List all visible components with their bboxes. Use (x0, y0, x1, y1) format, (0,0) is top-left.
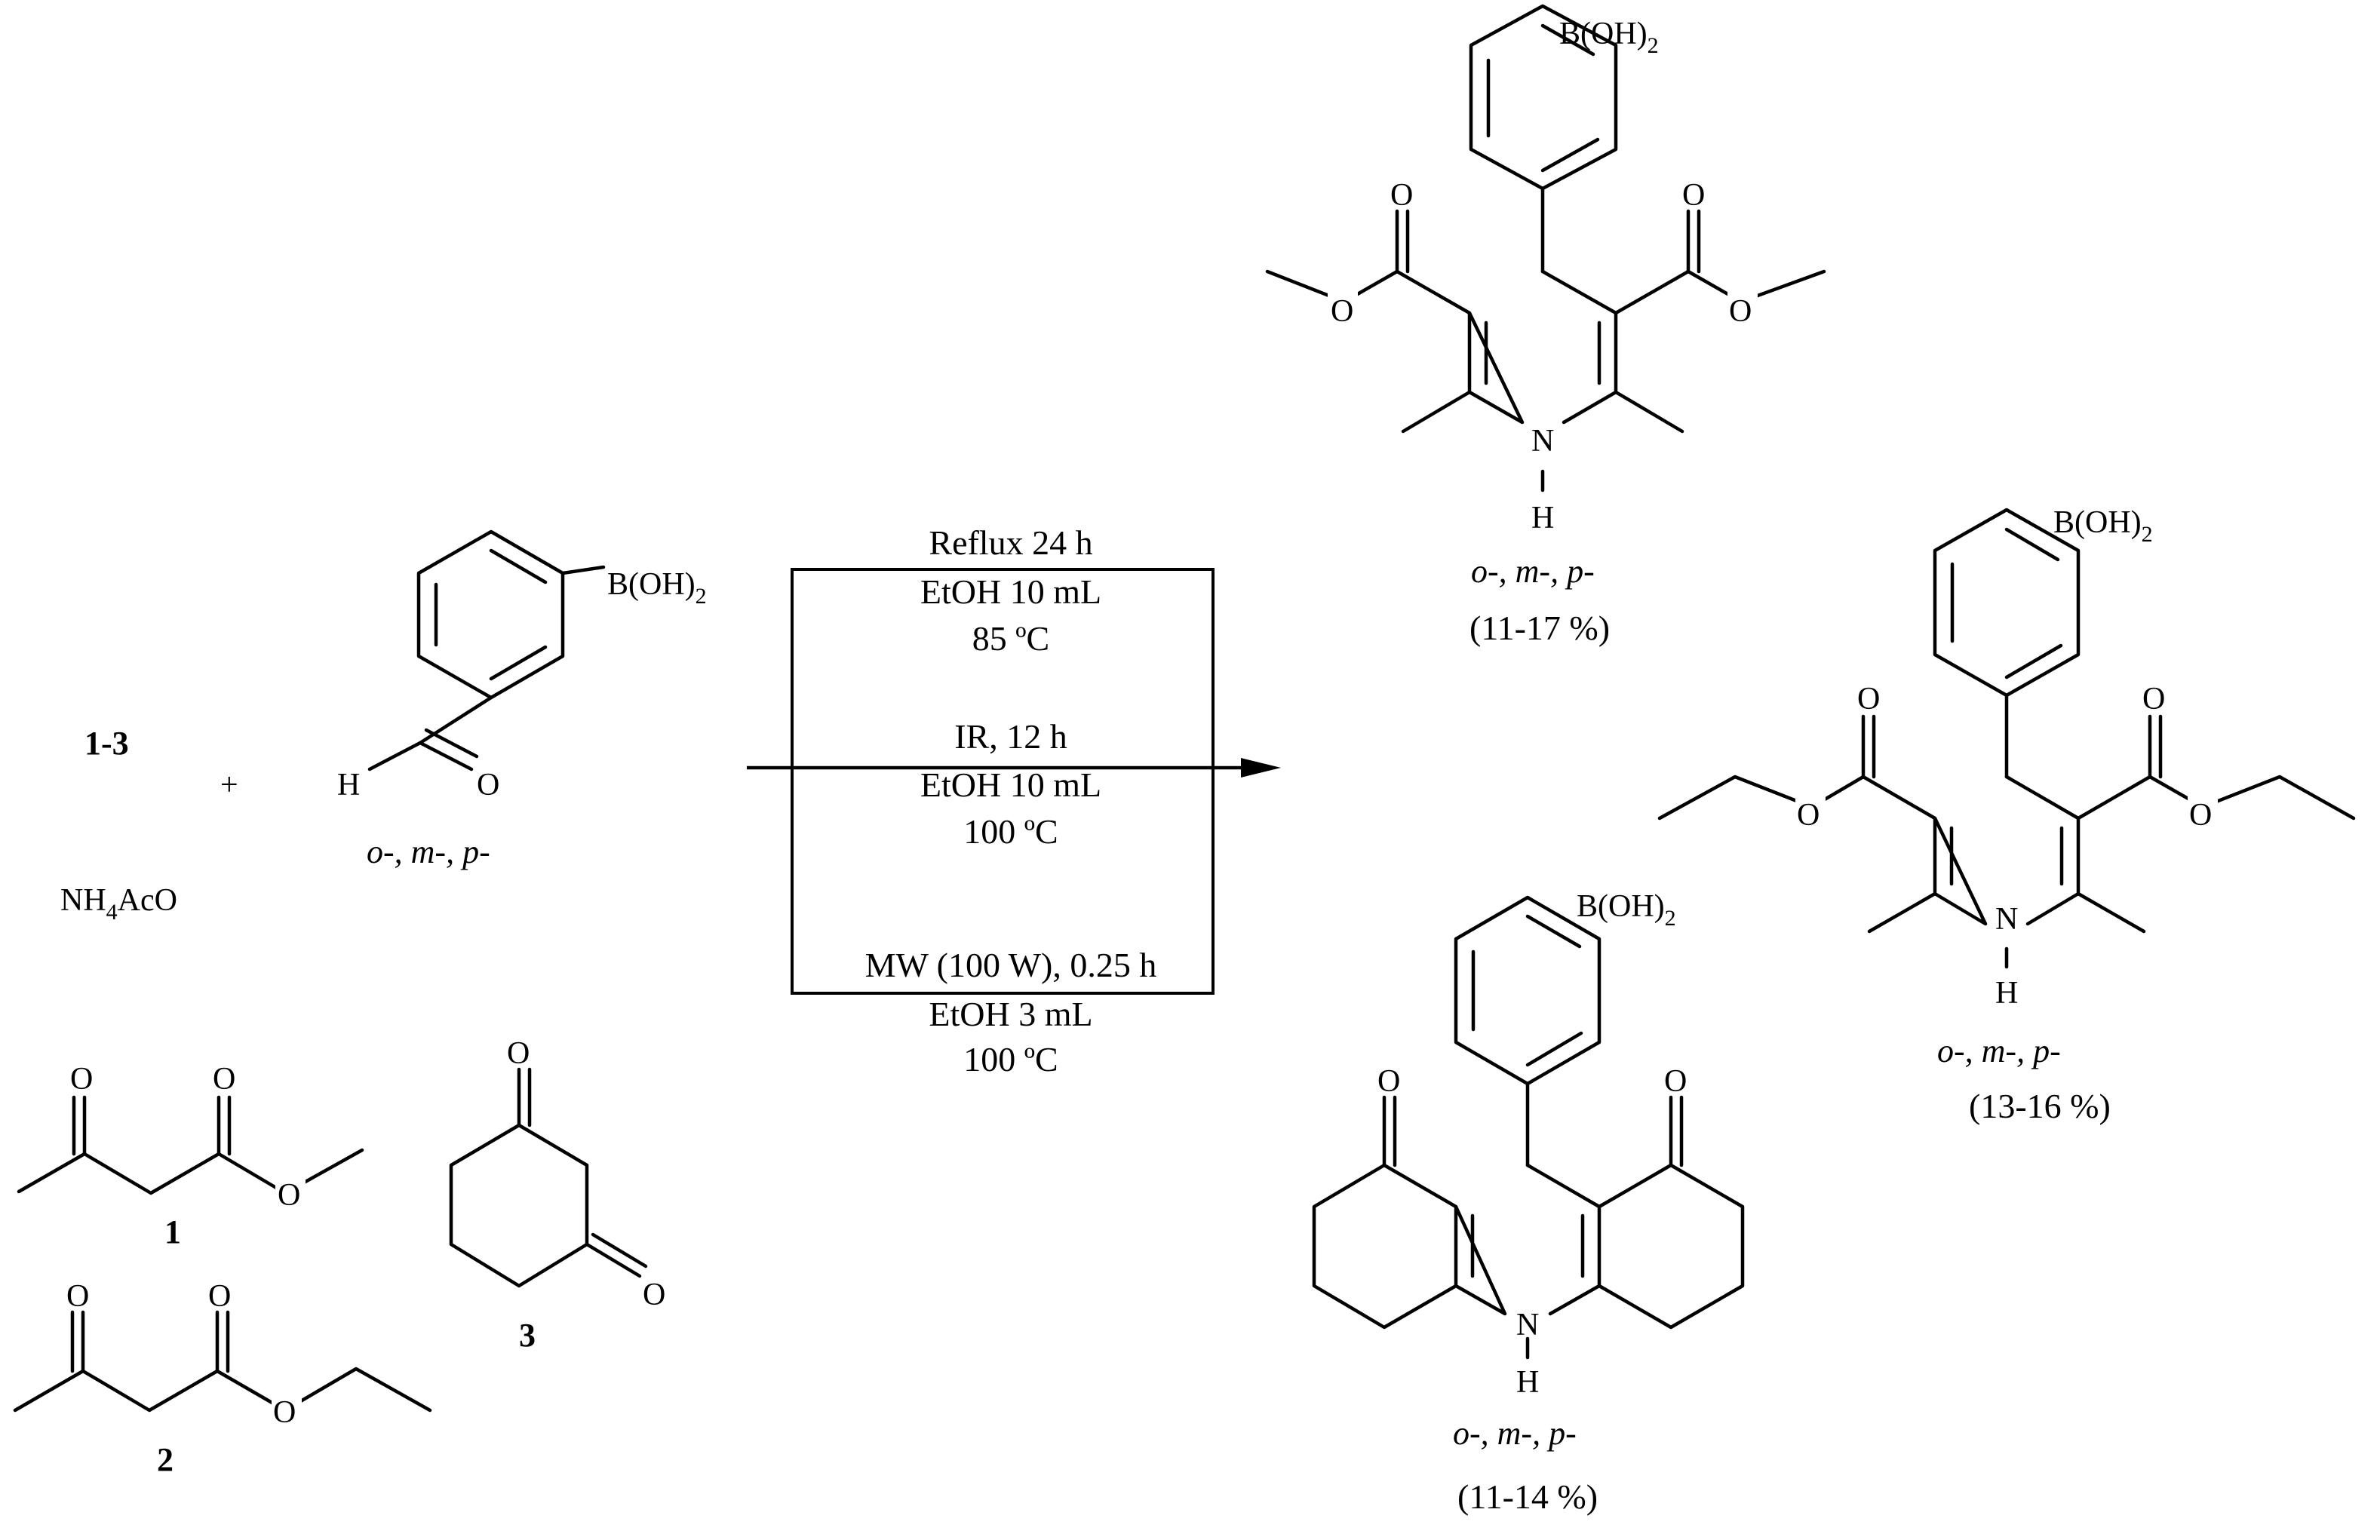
diethyl-dhp-h: H (1995, 976, 2018, 1011)
acridinedione-left-o: O (1377, 1064, 1400, 1099)
plus-sign: + (220, 768, 238, 802)
acridinedione-h: H (1516, 1365, 1539, 1400)
dimethyl-dhp-right-carbonyl-o: O (1682, 178, 1705, 213)
compound-3-label: 3 (519, 1317, 536, 1354)
compound-2-carbonyl-o: O (208, 1279, 231, 1314)
conditions-ir: IR, 12 h EtOH 10 mL 100 ºC (920, 717, 1101, 851)
diethyl-dhp-boronic-acid: B(OH)2 (2053, 505, 2153, 547)
acridinedione-yield: (11-14 %) (1457, 1477, 1598, 1516)
aldehyde-positions-label: o-, m-, p- (367, 833, 490, 870)
conditions-microwave: MW (100 W), 0.25 h EtOH 3 mL 100 ºC (865, 946, 1157, 1078)
diethyl-dhp-n: N (1995, 902, 2018, 937)
compound-1-carbonyl-o: O (213, 1062, 235, 1097)
dimethyl-dhp-structure (1265, 4, 1826, 492)
acridinedione-n: N (1516, 1308, 1539, 1342)
mw-power-time: MW (100 W), 0.25 h (865, 946, 1157, 984)
compound-3-right-o: O (643, 1278, 665, 1312)
compound-1-label: 1 (164, 1213, 181, 1250)
dimethyl-dhp-h: H (1531, 501, 1554, 535)
aldehyde-boronic-acid-label: B(OH)2 (607, 567, 707, 609)
acridinedione-positions: o-, m-, p- (1453, 1415, 1577, 1452)
dimethyl-dhp-left-carbonyl-o: O (1390, 178, 1413, 213)
compound-2-keto-o: O (66, 1279, 89, 1314)
dimethyl-dhp-n: N (1531, 424, 1554, 459)
compound-2-label: 2 (157, 1441, 174, 1478)
compound-2-ester-o: O (273, 1395, 296, 1430)
aldehyde-o-label: O (477, 768, 499, 802)
ir-temperature: 100 ºC (963, 812, 1058, 851)
boronobenzaldehyde-structure (367, 529, 606, 772)
conditions-reflux: Reflux 24 h EtOH 10 mL 85 ºC (898, 520, 1139, 658)
compound-1-structure (17, 1095, 364, 1195)
reaction-arrowhead (1241, 758, 1281, 778)
ammonium-acetate: NH4AcO (60, 883, 177, 925)
compound-1-ester-o: O (278, 1178, 300, 1213)
diethyl-dhp-structure (1657, 508, 2356, 969)
acridinedione-structure (1312, 895, 1745, 1360)
ir-time: IR, 12 h (954, 717, 1067, 756)
conditions-frame (791, 568, 1215, 995)
compound-range-label: 1-3 (84, 725, 129, 762)
diethyl-dhp-right-ester-o: O (2189, 798, 2212, 833)
dimethyl-dhp-boronic-acid: B(OH)2 (1559, 17, 1659, 58)
diethyl-dhp-right-carbonyl-o: O (2142, 682, 2165, 716)
dimethyl-dhp-yield: (11-17 %) (1469, 609, 1610, 647)
acridinedione-boronic-acid: B(OH)2 (1577, 889, 1676, 931)
compound-2-structure (13, 1310, 432, 1413)
diethyl-dhp-yield: (13-16 %) (1969, 1087, 2111, 1125)
diethyl-dhp-left-ester-o: O (1797, 798, 1820, 833)
diethyl-dhp-left-carbonyl-o: O (1857, 682, 1880, 716)
ir-solvent: EtOH 10 mL (920, 765, 1101, 804)
reflux-time: Reflux 24 h (929, 523, 1092, 562)
aldehyde-h-label: H (337, 768, 360, 802)
dimethyl-dhp-left-ester-o: O (1331, 294, 1353, 329)
diethyl-dhp-positions: o-, m-, p- (1937, 1032, 2061, 1069)
mw-temperature: 100 ºC (963, 1040, 1058, 1078)
compound-3-structure (449, 1067, 648, 1288)
dimethyl-dhp-right-ester-o: O (1729, 294, 1752, 329)
reflux-solvent: EtOH 10 mL (920, 572, 1101, 611)
mw-solvent: EtOH 3 mL (929, 995, 1092, 1033)
reflux-temperature: 85 ºC (972, 619, 1049, 658)
dimethyl-dhp-positions: o-, m-, p- (1471, 553, 1595, 590)
compound-1-keto-o: O (70, 1062, 93, 1097)
compound-3-top-o: O (507, 1036, 530, 1071)
acridinedione-right-o: O (1664, 1064, 1687, 1099)
